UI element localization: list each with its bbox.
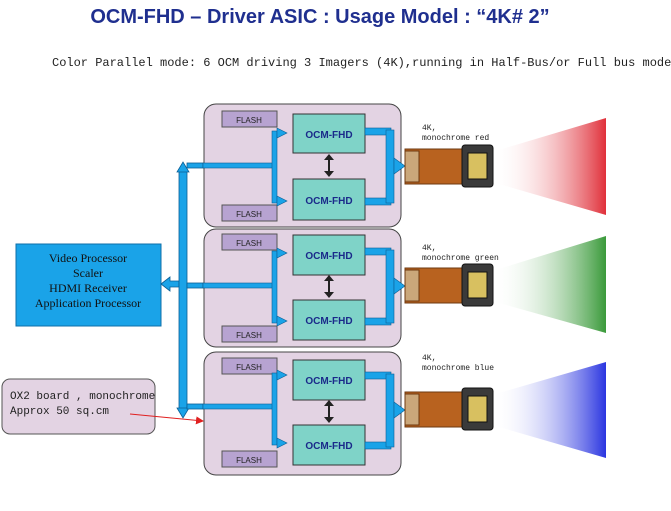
board-1-link-down [324, 171, 334, 177]
board-3-flash-top-label: FLASH [236, 363, 262, 372]
board-3-ocm-top-label: OCM-FHD [305, 376, 352, 387]
board-2-arrow-bottom [276, 315, 288, 327]
imager-2-label-line-2: monochrome green [422, 254, 499, 263]
imager-2-connector [404, 269, 420, 302]
board-3-ocm-top [292, 359, 366, 401]
note-line-1: OX2 board , monochrome [10, 391, 155, 403]
board-2-link-line [328, 279, 330, 294]
board-2-link-up [324, 275, 334, 281]
main-bus [160, 161, 204, 419]
diagram-stage: OCM-FHD – Driver ASIC : Usage Model : “4… [1, 6, 671, 476]
bus-bottom-arrowhead [176, 407, 190, 419]
processor-bus-arrow [160, 276, 180, 292]
processor-line-1: Video Processor [49, 251, 127, 265]
board-3-ocm-bottom [292, 424, 366, 466]
imager-1-label-line-1: 4K, [422, 124, 436, 133]
board-1-out-v [385, 129, 395, 204]
imager-2-beam [492, 236, 606, 333]
imager-3-label-line-2: monochrome blue [422, 364, 494, 373]
imager-1-die [467, 152, 488, 180]
board-1-ocm-bottom-label: OCM-FHD [305, 196, 352, 207]
board-1-arrow-bottom [276, 195, 288, 207]
board-2-flash-top [221, 233, 278, 251]
board-3-ocm-bottom-label: OCM-FHD [305, 441, 352, 452]
board-1-ocm-top-label: OCM-FHD [305, 130, 352, 141]
board-1-arrow-top [276, 127, 288, 139]
vertical-bus [178, 169, 188, 411]
board-3-link-up [324, 400, 334, 406]
bus-branch-1 [186, 162, 204, 169]
video-processor-block: Video Processor Scaler HDMI Receiver App… [15, 243, 162, 327]
board-3-bus-h [202, 403, 276, 410]
board-1-link-up [324, 154, 334, 160]
board-1-flash-bottom-label: FLASH [236, 210, 262, 219]
board-2-ocm-bottom [292, 299, 366, 341]
imager-2-label-line-1: 4K, [422, 244, 436, 253]
board-3-bus-v [271, 372, 278, 446]
board-2-flash-top-label: FLASH [236, 239, 262, 248]
imager-1-beam [492, 118, 606, 215]
board-3-link-down [324, 417, 334, 423]
board-1-out-arrow [393, 157, 406, 175]
board-note: OX2 board , monochrome Approx 50 sq.cm [1, 378, 204, 435]
board-1-bus-h [202, 162, 276, 169]
imager-3-connector [404, 393, 420, 426]
architecture-diagram: Video Processor Scaler HDMI Receiver App… [1, 103, 606, 476]
video-processor-box [15, 243, 162, 327]
imager-1-connector [404, 150, 420, 183]
board-1-link-line [328, 158, 330, 173]
processor-line-3: HDMI Receiver [49, 281, 127, 295]
board-2: FLASH FLASH OCM-FHD OCM-FHD [202, 228, 406, 348]
page-title: OCM-FHD – Driver ASIC : Usage Model : “4… [90, 6, 550, 28]
board-2-ocm-bottom-label: OCM-FHD [305, 316, 352, 327]
bus-top-arrowhead [176, 161, 190, 173]
bus-branch-3 [186, 403, 204, 410]
bus-branch-2 [186, 282, 204, 289]
board-2-flash-bottom [221, 325, 278, 343]
board-1-bus-v [271, 130, 278, 204]
board-2-out-arrow [393, 277, 406, 295]
imager-3-die [467, 395, 488, 423]
board-3-link-line [328, 404, 330, 419]
imager-3-beam [492, 362, 606, 458]
board-1-flash-top-label: FLASH [236, 116, 262, 125]
board-3-flash-bottom [221, 450, 278, 468]
board-2-link-down [324, 292, 334, 298]
board-3-arrow-bottom [276, 437, 288, 449]
board-2-flash-bottom-label: FLASH [236, 331, 262, 340]
board-1: FLASH FLASH OCM-FHD OCM-FHD [202, 103, 406, 228]
board-1-flash-bottom [221, 204, 278, 222]
board-2-ocm-top [292, 234, 366, 276]
note-line-2: Approx 50 sq.cm [10, 406, 109, 418]
note-box [1, 378, 156, 435]
board-1-ocm-top [292, 113, 366, 154]
board-3-out-arrow [393, 401, 406, 419]
processor-line-4: Application Processor [35, 296, 141, 310]
board-1-flash-top [221, 110, 278, 128]
board-2-bus-v [271, 250, 278, 324]
board-3: FLASH FLASH OCM-FHD OCM-FHD [202, 351, 406, 476]
imager-2-die [467, 271, 488, 299]
imager-2: 4K, monochrome green [404, 236, 606, 333]
imager-1: 4K, monochrome red [404, 118, 606, 215]
page-subtitle: Color Parallel mode: 6 OCM driving 3 Ima… [52, 56, 671, 70]
board-3-out-v [385, 373, 395, 448]
board-3-arrow-top [276, 369, 288, 381]
board-2-out-v [385, 249, 395, 324]
board-3-flash-top [221, 357, 278, 375]
processor-line-2: Scaler [73, 266, 103, 280]
board-2-bus-h [202, 282, 276, 289]
imager-3-label-line-1: 4K, [422, 354, 436, 363]
board-2-arrow-top [276, 247, 288, 259]
imager-3: 4K, monochrome blue [404, 354, 606, 458]
imager-1-label-line-2: monochrome red [422, 134, 489, 143]
board-2-ocm-top-label: OCM-FHD [305, 251, 352, 262]
note-pointer-arrow [129, 413, 204, 425]
board-3-flash-bottom-label: FLASH [236, 456, 262, 465]
